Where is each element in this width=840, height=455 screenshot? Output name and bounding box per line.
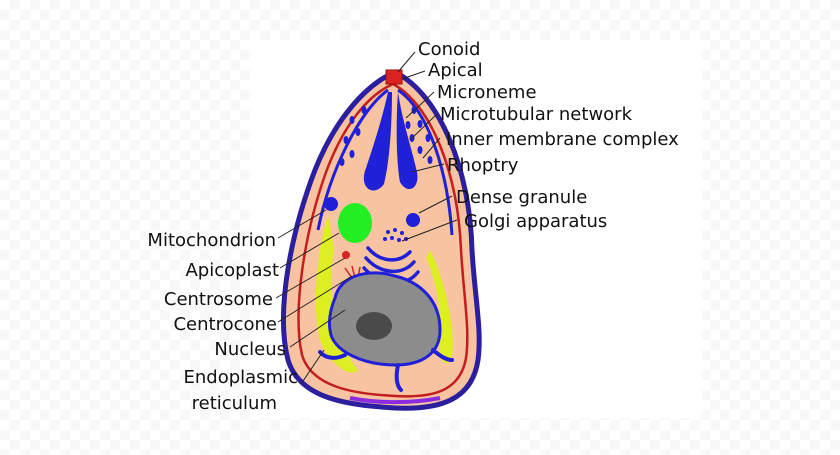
- leader-lines: [275, 51, 458, 385]
- label-microneme: Microneme: [437, 82, 537, 103]
- label-centrosome: Centrosome: [164, 289, 273, 310]
- basal-complex: [349, 396, 441, 405]
- label-inner-membrane-complex: Inner membrane complex: [446, 129, 679, 150]
- label-microtubular-network: Microtubular network: [440, 104, 633, 125]
- microtubule-band-left: [316, 88, 389, 231]
- label-endoplasmic: Endoplasmic: [184, 367, 299, 388]
- mitochondrion-right: [426, 250, 453, 364]
- golgi-vesicles: [383, 228, 408, 242]
- microtubule-band-right: [397, 88, 454, 236]
- rhoptry-left: [363, 92, 392, 191]
- centrosome: [342, 251, 350, 259]
- label-golgi-apparatus: Golgi apparatus: [464, 211, 607, 232]
- dense-granule-left: [324, 197, 338, 211]
- rhoptry-right: [396, 92, 418, 190]
- label-reticulum: reticulum: [192, 393, 277, 414]
- label-apical: Apical: [428, 60, 483, 81]
- label-nucleus: Nucleus: [214, 339, 286, 360]
- conoid: [385, 69, 403, 85]
- label-mitochondrion: Mitochondrion: [147, 230, 276, 251]
- label-dense-granule: Dense granule: [456, 187, 587, 208]
- label-conoid: Conoid: [418, 39, 480, 60]
- apicoplast: [338, 203, 372, 243]
- inner-membrane-complex: [297, 82, 469, 398]
- nucleolus: [356, 312, 392, 340]
- label-centrocone: Centrocone: [173, 314, 277, 335]
- label-apicoplast: Apicoplast: [185, 260, 279, 281]
- label-rhoptry: Rhoptry: [447, 155, 519, 176]
- mitochondrion-left: [315, 215, 358, 373]
- dense-granule-right: [406, 213, 420, 227]
- micronemes: [339, 106, 433, 166]
